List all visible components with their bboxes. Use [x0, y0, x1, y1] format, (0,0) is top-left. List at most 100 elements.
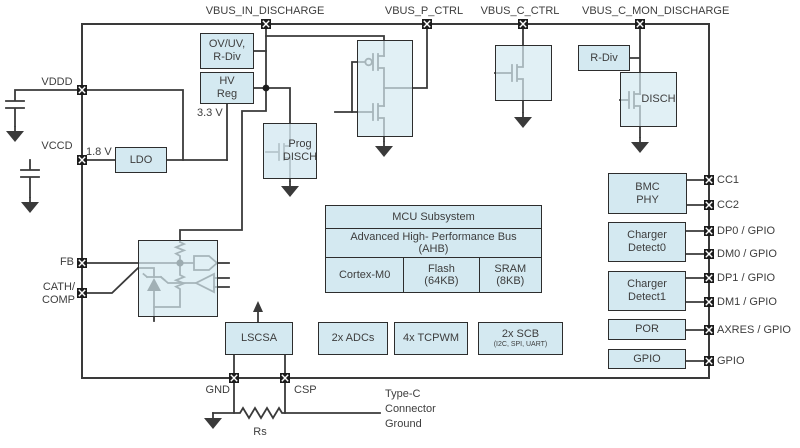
block-charger-detect0: Charger Detect0 — [608, 222, 686, 262]
ground-symbol-disch — [630, 136, 650, 154]
cell-label: Cortex-M0 — [338, 269, 391, 281]
cell-cortex-m0: Cortex-M0 — [326, 257, 405, 292]
terminal-dp1 — [703, 272, 715, 284]
port-label-dp0: DP0 / GPIO — [717, 225, 776, 237]
port-label-fb: FB — [59, 256, 74, 268]
port-label-gnd: GND — [205, 384, 230, 396]
ground-symbol-connector — [203, 412, 223, 430]
cell-sram: SRAM (8KB) — [479, 257, 541, 292]
port-label-line: COMP — [42, 294, 75, 306]
block-ahb: Advanced High- Performance Bus (AHB) — [326, 228, 541, 257]
mcu-cells: Cortex-M0 Flash (64KB) SRAM (8KB) — [326, 257, 541, 292]
block-sublabel: (I2C, SPI, UART) — [493, 341, 548, 349]
wire-right-ports — [685, 179, 710, 362]
terminal-axres — [703, 324, 715, 336]
block-label: LSCSA — [240, 332, 278, 345]
block-label: Detect0 — [628, 242, 666, 254]
block-hv-reg: HV Reg — [200, 72, 254, 104]
capacitor-vccd — [20, 159, 40, 198]
block-label: GPIO — [633, 352, 661, 365]
block-ovuv-rdiv: OV/UV, R-Div — [200, 33, 254, 69]
ground-symbol-vbus-c — [513, 111, 533, 129]
port-label-gpio: GPIO — [717, 355, 745, 367]
terminal-dp0 — [703, 225, 715, 237]
wire-lscsa — [233, 354, 286, 379]
ground-symbol-vccd — [20, 196, 40, 214]
block-label: R-Div — [213, 51, 241, 63]
terminal-csp — [279, 372, 291, 384]
block-label: DISCH — [641, 93, 676, 106]
block-2x-scb: 2x SCB (I2C, SPI, UART) — [478, 322, 563, 355]
block-charger-detect1: Charger Detect1 — [608, 271, 686, 311]
block-label: 2x ADCs — [331, 332, 375, 345]
port-label-vbus-c-mon-discharge: VBUS_C_MON_DISCHARGE — [582, 5, 730, 17]
block-label: Detect1 — [628, 291, 666, 303]
block-label: Prog — [288, 138, 312, 151]
terminal-gnd — [228, 372, 240, 384]
terminal-cath-comp — [76, 287, 88, 299]
annotation-rs: Rs — [253, 426, 267, 438]
terminal-vbus-p-ctrl — [421, 18, 433, 30]
block-label: PHY — [636, 193, 659, 206]
ahb-label: (AHB) — [418, 243, 449, 255]
block-label: LDO — [129, 153, 153, 166]
terminal-vbus-c-mon-discharge — [634, 18, 646, 30]
block-label: DISCH — [282, 151, 318, 163]
ground-symbol-vbus-p — [374, 140, 394, 158]
block-ldo: LDO — [115, 147, 167, 173]
block-disch: DISCH — [620, 72, 677, 127]
annotation-typec-ground: Type-C Connector Ground — [385, 387, 436, 432]
port-label-vbus-in-discharge: VBUS_IN_DISCHARGE — [205, 5, 325, 17]
port-label-vddd: VDDD — [41, 76, 73, 88]
port-label-dm0: DM0 / GPIO — [717, 248, 777, 260]
ground-symbol-vddd — [5, 125, 25, 143]
terminal-cc1 — [703, 174, 715, 186]
block-r-div: R-Div — [578, 45, 630, 71]
junction-dot — [262, 84, 270, 92]
block-prog-disch: Prog DISCH — [263, 123, 317, 179]
block-error-amp — [138, 240, 218, 317]
block-vbus-p-fets — [357, 40, 413, 137]
block-label: Charger — [627, 229, 667, 242]
annotation-1v8: 1.8 V — [86, 146, 112, 158]
terminal-fb — [76, 257, 88, 269]
port-label-cc2: CC2 — [717, 199, 740, 211]
block-bmc-phy: BMC PHY — [608, 173, 687, 214]
port-label-cc1: CC1 — [717, 174, 740, 186]
port-label-cath-comp: CATH/ COMP — [28, 281, 75, 307]
block-gpio: GPIO — [608, 349, 686, 369]
port-label-vbus-p-ctrl: VBUS_P_CTRL — [384, 5, 464, 17]
block-label: BMC — [635, 180, 660, 193]
ground-symbol-prog-disch — [280, 180, 300, 198]
annotation-3v3: 3.3 V — [197, 107, 223, 119]
terminal-vbus-in-discharge — [260, 18, 272, 30]
block-2x-adcs: 2x ADCs — [318, 322, 388, 355]
terminal-vbus-c-ctrl — [517, 18, 529, 30]
port-label-dp1: DP1 / GPIO — [717, 272, 776, 284]
block-label: POR — [635, 323, 659, 336]
terminal-dm0 — [703, 248, 715, 260]
block-lscsa: LSCSA — [225, 322, 293, 355]
port-label-dm1: DM1 / GPIO — [717, 296, 777, 308]
block-label: Charger — [627, 278, 667, 291]
cell-label: (64KB) — [424, 275, 459, 287]
cell-label: SRAM — [494, 263, 527, 275]
terminal-gpio — [703, 355, 715, 367]
port-label-line: CATH/ — [42, 281, 75, 293]
terminal-cc2 — [703, 199, 715, 211]
cell-flash: Flash (64KB) — [404, 257, 480, 292]
cell-label: Flash — [427, 263, 455, 275]
wire-vddd — [81, 89, 184, 161]
block-mcu-subsystem: MCU Subsystem Advanced High- Performance… — [325, 205, 542, 293]
port-label-axres: AXRES / GPIO — [717, 324, 791, 336]
block-label: 2x SCB — [501, 327, 540, 340]
block-por: POR — [608, 319, 686, 340]
annotation-line: Connector — [385, 403, 436, 415]
mcu-title: MCU Subsystem — [392, 210, 475, 223]
block-label: 4x TCPWM — [402, 332, 460, 345]
cell-label: (8KB) — [496, 275, 525, 287]
block-vbus-c-fet — [495, 45, 552, 101]
ahb-label: Advanced High- Performance Bus — [350, 231, 517, 243]
block-label: HV — [219, 75, 235, 88]
